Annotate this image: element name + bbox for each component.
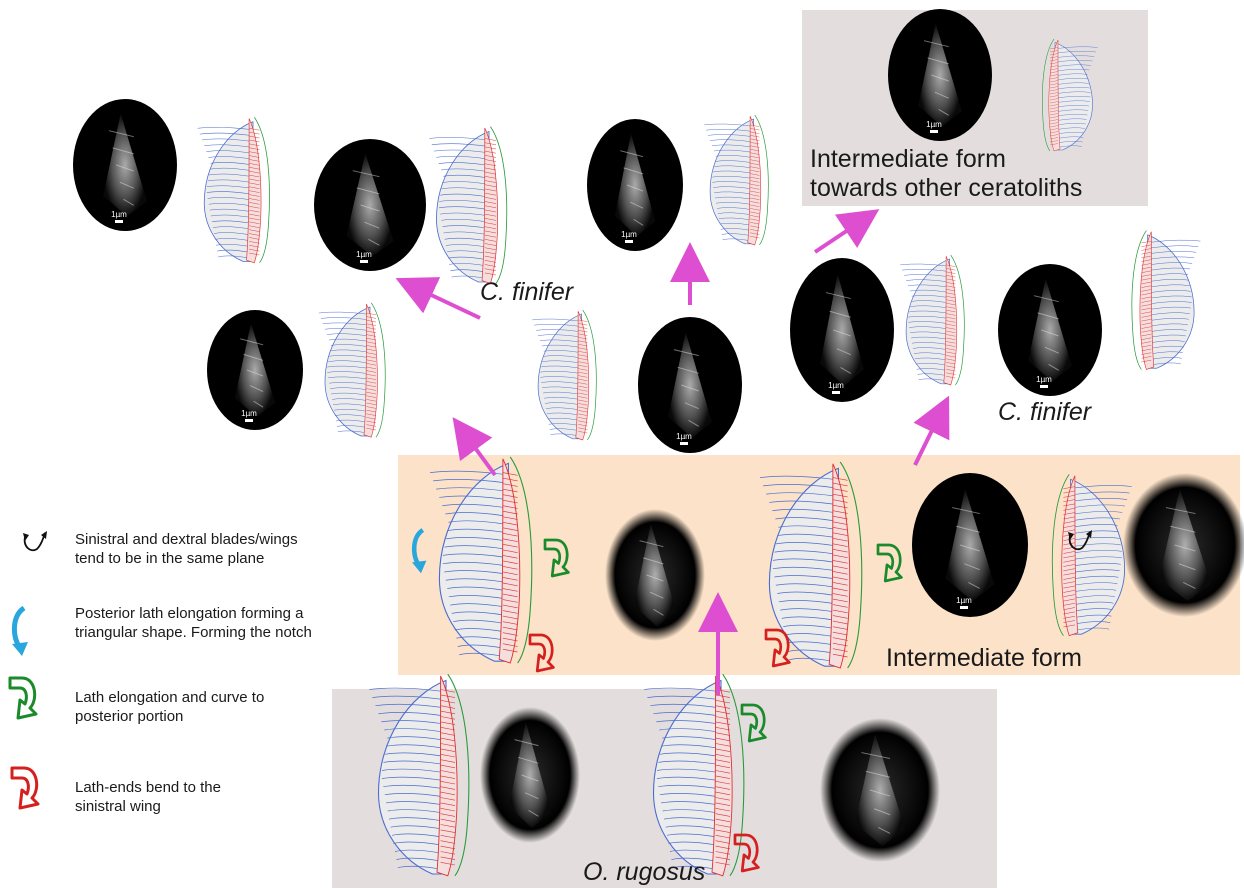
scale-bar-label: 1µm bbox=[926, 120, 942, 129]
scale-bar-label: 1µm bbox=[356, 250, 372, 259]
lineage-arrow bbox=[915, 410, 942, 465]
legend-text-posterior-elongation: Posterior lath elongation forming a tria… bbox=[75, 604, 312, 642]
label-intermediate-form: Intermediate form bbox=[886, 644, 1082, 673]
legend-text-lath-ends-bend: Lath-ends bend to the sinistral wing bbox=[75, 778, 221, 816]
ceratolith-drawing bbox=[900, 255, 964, 385]
green-hook-arrow-icon bbox=[545, 540, 568, 576]
label-c-finifer-right: C. finifer bbox=[998, 398, 1091, 427]
ceratolith-drawing bbox=[1132, 231, 1201, 370]
ceratolith-drawing bbox=[760, 462, 862, 668]
scale-bar-label: 1µm bbox=[111, 210, 127, 219]
sem-micrograph: 1µm bbox=[73, 99, 177, 231]
scale-bar-label: 1µm bbox=[676, 432, 692, 441]
sem-micrograph: 1µm bbox=[314, 139, 426, 271]
sem-micrograph: 1µm bbox=[207, 310, 303, 430]
blue-curved-arrow-icon bbox=[12, 608, 28, 656]
lineage-arrow bbox=[410, 285, 480, 318]
scale-bar-label: 1µm bbox=[1036, 375, 1052, 384]
lineage-arrow bbox=[815, 218, 866, 252]
sem-micrograph: 1µm bbox=[587, 119, 683, 251]
label-intermediate-towards-ceratoliths: Intermediate form towards other ceratoli… bbox=[810, 145, 1082, 203]
lineage-arrow bbox=[462, 430, 495, 475]
ceratolith-drawing bbox=[532, 310, 596, 440]
sem-micrograph bbox=[1123, 473, 1244, 617]
scale-bar-label: 1µm bbox=[828, 381, 844, 390]
ceratolith-drawing bbox=[429, 127, 506, 284]
sem-micrograph: 1µm bbox=[638, 317, 742, 453]
red-hook-arrow-icon bbox=[766, 630, 789, 666]
sem-micrograph bbox=[480, 707, 580, 843]
green-hook-arrow-icon bbox=[10, 678, 36, 718]
legend-text-same-plane: Sinistral and dextral blades/wings tend … bbox=[75, 530, 298, 568]
ceratolith-drawing bbox=[644, 674, 743, 876]
red-hook-arrow-icon bbox=[530, 635, 553, 671]
label-o-rugosus: O. rugosus bbox=[583, 858, 705, 887]
sem-micrograph bbox=[605, 509, 705, 641]
ceratolith-drawing bbox=[369, 674, 468, 876]
ceratolith-drawing bbox=[198, 117, 270, 263]
ceratolith-drawing bbox=[1042, 39, 1097, 151]
ceratolith-drawing bbox=[430, 457, 532, 663]
sem-micrograph: 1µm bbox=[912, 473, 1028, 617]
sem-micrograph: 1µm bbox=[790, 258, 894, 402]
sem-micrograph: 1µm bbox=[998, 264, 1102, 396]
green-hook-arrow-icon bbox=[878, 545, 901, 581]
ceratolith-drawing bbox=[704, 115, 768, 245]
curved-double-arrow-icon bbox=[23, 531, 47, 550]
blue-curved-arrow-icon bbox=[412, 530, 426, 573]
scale-bar-label: 1µm bbox=[956, 596, 972, 605]
sem-micrograph bbox=[820, 718, 940, 862]
ceratolith-drawing bbox=[319, 303, 385, 437]
green-hook-arrow-icon bbox=[742, 705, 765, 741]
label-c-finifer-left: C. finifer bbox=[480, 278, 573, 307]
red-hook-arrow-icon bbox=[12, 768, 38, 808]
scale-bar-label: 1µm bbox=[621, 230, 637, 239]
ceratolith-drawing bbox=[1052, 474, 1132, 635]
sem-micrograph: 1µm bbox=[888, 9, 992, 141]
scale-bar-label: 1µm bbox=[241, 409, 257, 418]
legend-text-lath-elongation: Lath elongation and curve to posterior p… bbox=[75, 688, 264, 726]
